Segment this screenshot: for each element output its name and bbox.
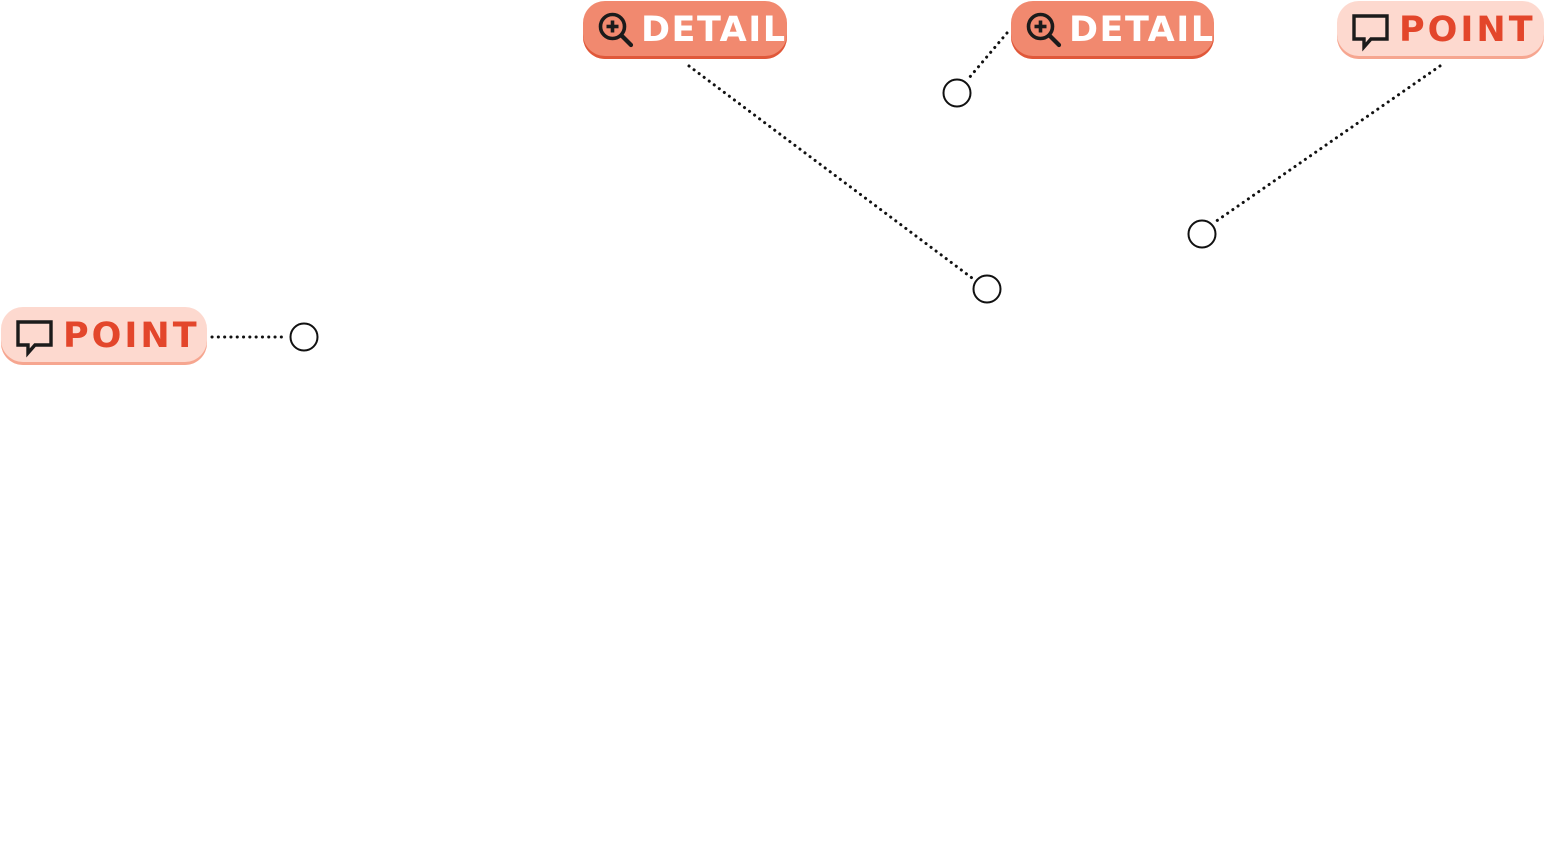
connector-line-point-1 [1213, 64, 1442, 224]
zoom-in-icon [598, 12, 634, 48]
detail-callout-label: DETAIL [641, 10, 787, 50]
connector-line-detail-1 [687, 64, 974, 280]
anchor-marker-point-1[interactable] [1187, 219, 1217, 249]
speech-bubble-icon [16, 320, 53, 358]
anchor-marker-detail-1[interactable] [972, 274, 1002, 304]
point-callout-1[interactable]: POINT [1337, 1, 1544, 59]
anchor-marker-point-2[interactable] [289, 322, 319, 352]
detail-callout-1[interactable]: DETAIL [583, 1, 787, 59]
zoom-in-icon [1026, 12, 1062, 48]
detail-callout-2[interactable]: DETAIL [1011, 1, 1214, 59]
point-callout-2[interactable]: POINT [1, 307, 207, 365]
speech-bubble-icon [1352, 14, 1389, 52]
point-callout-label: POINT [63, 316, 200, 356]
detail-callout-label: DETAIL [1069, 10, 1215, 50]
anchor-marker-detail-2[interactable] [942, 78, 972, 108]
connector-line-detail-2 [967, 31, 1009, 80]
point-callout-label: POINT [1399, 10, 1536, 50]
